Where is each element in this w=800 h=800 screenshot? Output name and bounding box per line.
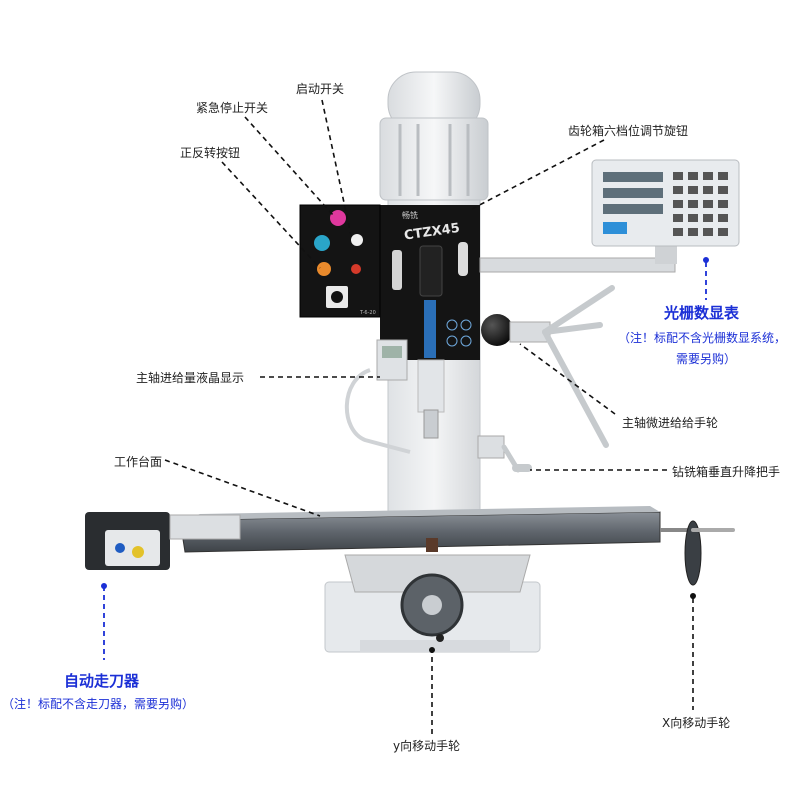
quill: [417, 359, 445, 413]
leader-worktable: [164, 459, 321, 517]
spindle-lcd-screen: [382, 346, 402, 358]
leader-dots: [429, 593, 696, 653]
leader-forward-reverse: [221, 161, 321, 269]
x-handwheel[interactable]: [684, 520, 702, 586]
dro-callout-title: 光栅数显表: [664, 304, 740, 322]
y-handwheel-grip[interactable]: [436, 634, 444, 642]
power-feed-callout-title: 自动走刀器: [64, 672, 140, 690]
gear-selector-slot: [419, 245, 443, 297]
blue-leader-dots: [101, 257, 709, 589]
y-handwheel-hub: [422, 595, 442, 615]
label-spindle-fine-feed: 主轴微进给给手轮: [622, 416, 719, 430]
gearbox-lever[interactable]: [392, 250, 402, 290]
reverse-button[interactable]: [317, 262, 331, 276]
emergency-stop-button[interactable]: [330, 210, 346, 226]
gear-knob-lever[interactable]: [458, 242, 468, 276]
leader-emergency-stop: [244, 116, 334, 216]
label-vertical-lift: 钻铣箱垂直升降把手: [672, 465, 781, 479]
dro-display-unit: [591, 159, 740, 247]
table-slot-marker: [426, 538, 438, 552]
panel-small-text: T-6-20: [359, 310, 376, 316]
vertical-lift-handle[interactable]: [477, 435, 532, 473]
power-feed-unit: [85, 512, 241, 570]
leader-start-switch: [321, 99, 353, 241]
base-plinth: [360, 640, 510, 652]
label-start-switch: 启动开关: [296, 82, 345, 96]
saddle: [344, 554, 531, 593]
blue-leader-lines: [103, 262, 707, 660]
label-spindle-lcd: 主轴进给量液晶显示: [136, 371, 245, 385]
label-x-handwheel: X向移动手轮: [662, 716, 731, 730]
brand-text: 畅铣: [402, 210, 418, 220]
spindle-fine-feed-knob[interactable]: [481, 314, 513, 346]
start-switch-button[interactable]: [351, 234, 363, 246]
leader-fine-feed: [519, 343, 616, 415]
label-emergency-stop: 紧急停止开关: [196, 101, 269, 115]
label-forward-reverse: 正反转按钮: [180, 146, 241, 160]
label-y-handwheel: y向移动手轮: [393, 739, 461, 753]
main-switch-knob[interactable]: [331, 291, 343, 303]
coolant-hose: [344, 368, 411, 454]
forward-button[interactable]: [314, 235, 330, 251]
machine-body: CTZX45 畅铣 T-6-20: [85, 71, 740, 653]
motor: [379, 71, 489, 201]
dro-callout-note-line2: 需要另购）: [676, 352, 737, 366]
red-indicator-light: [351, 264, 361, 274]
worktable-top: [180, 506, 660, 520]
leader-gearbox-knob: [469, 139, 605, 211]
feed-lever-3[interactable]: [542, 322, 603, 335]
dro-callout-note-line1: （注！标配不含光栅数显系统，: [618, 331, 787, 345]
power-feed-callout-note: （注！标配不含走刀器，需要另购）: [2, 697, 195, 711]
dro-arm: [479, 257, 676, 273]
touch-icons: [446, 319, 472, 347]
feed-lever-1[interactable]: [542, 285, 615, 335]
feed-lever-2[interactable]: [542, 329, 609, 448]
label-worktable: 工作台面: [114, 455, 163, 469]
label-gearbox-knob: 齿轮箱六档位调节旋钮: [568, 124, 689, 138]
feed-scale-strip: [424, 300, 436, 358]
spindle-chuck: [423, 409, 439, 439]
worktable: [179, 511, 661, 553]
leader-lines: [164, 99, 694, 734]
